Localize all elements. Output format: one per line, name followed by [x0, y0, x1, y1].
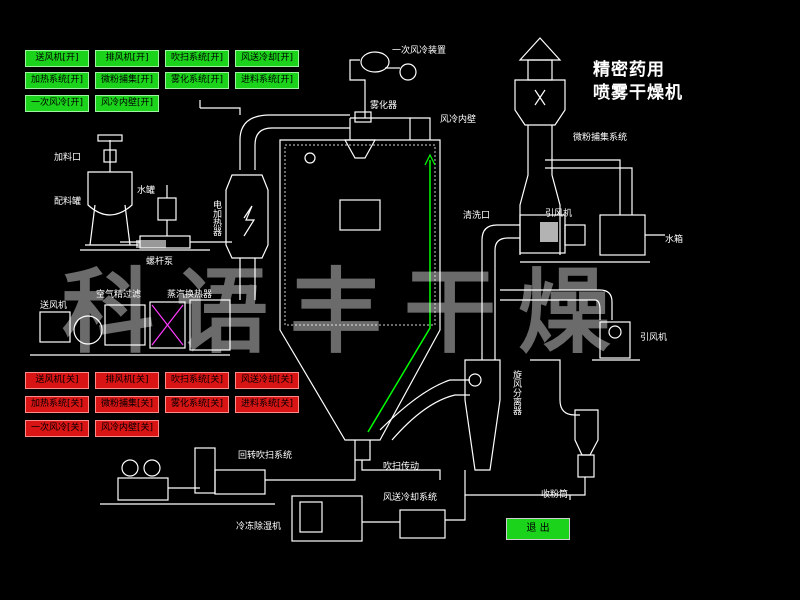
purge-system-off-button[interactable]: 吹扫系统[关] [165, 372, 229, 389]
electric-heater [225, 174, 269, 259]
exhaust-fan-on-button[interactable]: 排风机[开] [95, 50, 159, 67]
powder-collector-label: 收粉筒 [541, 490, 569, 500]
purge-drive-label: 吹扫传动 [383, 462, 420, 472]
primary-cooling-label: 一次风冷装置 [392, 46, 447, 56]
mixing-tank [87, 171, 133, 216]
water-tank-small-label: 水罐 [137, 186, 156, 196]
title-line1: 精密药用 [593, 60, 665, 80]
drying-chamber [279, 139, 441, 441]
atomizer-label: 雾化器 [370, 101, 398, 111]
heating-system-on-button[interactable]: 加热系统[开] [25, 72, 89, 89]
blower-label: 送风机 [40, 301, 68, 311]
chamber-window [339, 199, 381, 231]
exit-button[interactable]: 退 出 [506, 518, 570, 540]
feed-port-label: 加料口 [54, 153, 82, 163]
electric-heater-label: 电加热器 [211, 200, 221, 236]
powder-capture-on-button[interactable]: 微粉捕集[开] [95, 72, 159, 89]
blower-off-button[interactable]: 送风机[关] [25, 372, 89, 389]
steam-exchanger-label: 蒸汽换热器 [167, 290, 213, 300]
primary-cooling-off-button[interactable]: 一次风冷[关] [25, 420, 89, 437]
steam-exchanger [189, 299, 231, 351]
powder-capture-off-button[interactable]: 微粉捕集[关] [95, 396, 159, 413]
cyclone-label: 旋风分离器 [511, 370, 521, 415]
air-cooling-on-button[interactable]: 风送冷却[开] [235, 50, 299, 67]
exhaust-stack [518, 37, 562, 61]
cleaning-port-label: 清洗口 [463, 211, 491, 221]
induced-fan-top-label: 引风机 [545, 209, 573, 219]
atomizer-cone [343, 139, 377, 159]
title-line2: 喷雾干燥机 [593, 83, 683, 103]
water-tank-small [157, 197, 177, 221]
micro-powder-label: 微粉捕集系统 [573, 133, 628, 143]
rotary-purge-blower [194, 447, 216, 494]
air-filter [149, 301, 186, 349]
induced-fan-right-label: 引风机 [640, 333, 668, 343]
freeze-dehumidifier-label: 冷冻除湿机 [236, 522, 282, 532]
wall-cooling-line [367, 160, 431, 433]
induced-fan-right [599, 321, 631, 359]
feed-system-off-button[interactable]: 进料系统[关] [235, 396, 299, 413]
air-cooling-system-label: 风送冷却系统 [383, 493, 438, 503]
heating-system-off-button[interactable]: 加热系统[关] [25, 396, 89, 413]
mixing-tank-label: 配料罐 [54, 197, 82, 207]
blower [39, 311, 71, 343]
atomizer-system-off-button[interactable]: 雾化系统[关] [165, 396, 229, 413]
atomizer-system-on-button[interactable]: 雾化系统[开] [165, 72, 229, 89]
screw-pump-label: 螺杆泵 [146, 257, 174, 267]
wall-cooling-on-button[interactable]: 风冷内壁[开] [95, 95, 159, 112]
watermark: 科语丰干燥 [62, 259, 633, 366]
water-tank-label: 水箱 [665, 235, 684, 245]
blower-on-button[interactable]: 送风机[开] [25, 50, 89, 67]
exhaust-fan-off-button[interactable]: 排风机[关] [95, 372, 159, 389]
wall-cooling-off-button[interactable]: 风冷内壁[关] [95, 420, 159, 437]
wall-cooling-label: 风冷内壁 [440, 115, 477, 125]
air-cooling-off-button[interactable]: 风送冷却[关] [235, 372, 299, 389]
feed-system-on-button[interactable]: 进料系统[开] [235, 72, 299, 89]
rotary-purge-label: 回转吹扫系统 [238, 451, 293, 461]
purge-system-on-button[interactable]: 吹扫系统[开] [165, 50, 229, 67]
cyclone-separator [464, 359, 501, 471]
air-filter-label: 空气精过滤 [96, 290, 142, 300]
primary-cooling-on-button[interactable]: 一次风冷[开] [25, 95, 89, 112]
powder-collector [574, 409, 599, 456]
freeze-dehumidifier [291, 495, 363, 542]
